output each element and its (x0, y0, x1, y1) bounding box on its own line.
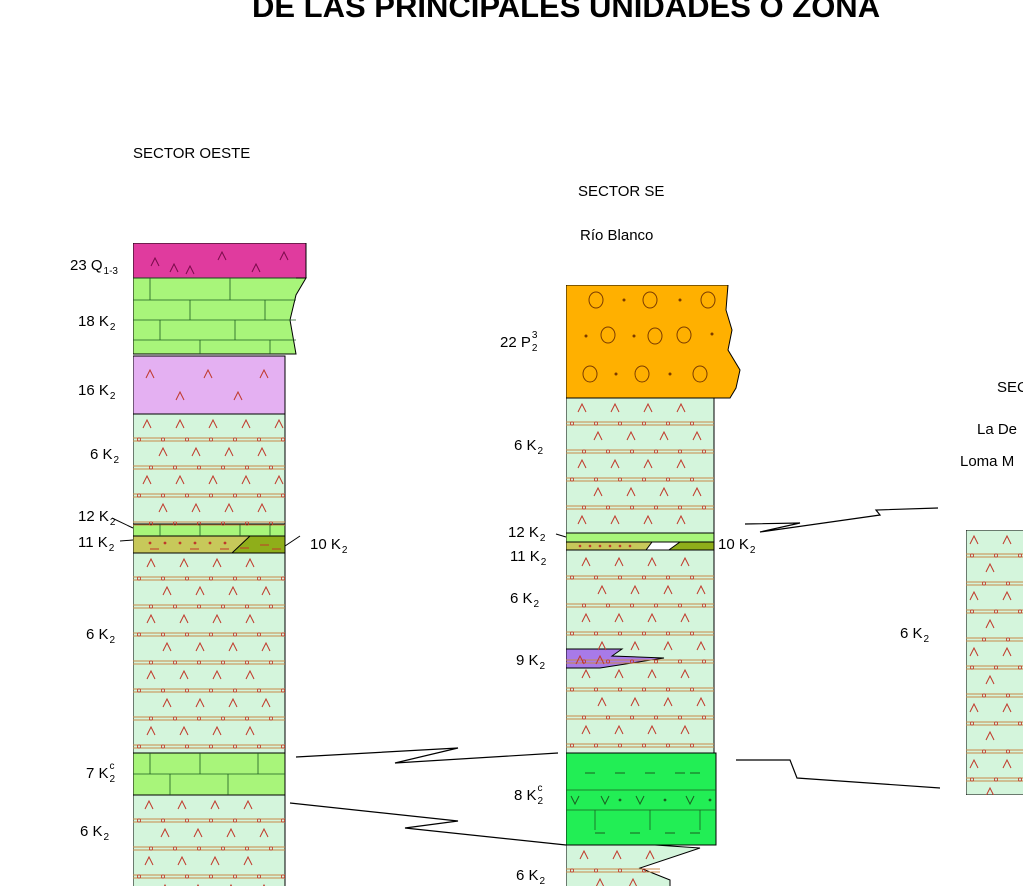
svg-text:2: 2 (342, 545, 348, 556)
svg-text:6 K: 6 K (900, 625, 923, 642)
correlation-lines (289, 507, 941, 846)
svg-text:2: 2 (924, 634, 930, 645)
unit-16-layer (133, 355, 286, 415)
unit-22-layer (566, 285, 741, 399)
svg-text:10 K: 10 K (310, 536, 341, 553)
east-sector-header: SEC (997, 379, 1023, 396)
svg-text:6 K: 6 K (86, 626, 109, 643)
svg-text:2: 2 (110, 635, 116, 646)
unit-23-layer (133, 243, 307, 279)
se-locality-label: Río Blanco (580, 227, 653, 244)
correlation-line-7-8 (295, 747, 559, 764)
svg-text:6 K: 6 K (510, 590, 533, 607)
svg-text:3: 3 (532, 330, 538, 341)
svg-text:2: 2 (538, 446, 544, 457)
svg-text:11 K: 11 K (78, 534, 108, 551)
leader-west-11 (119, 539, 134, 542)
unit-6-se-layer-c (566, 844, 701, 886)
correlation-line-lower (289, 802, 567, 846)
svg-text:2: 2 (109, 543, 115, 554)
svg-text:9 K: 9 K (516, 652, 539, 669)
leader-se-12 (555, 533, 567, 538)
svg-text:2: 2 (110, 391, 116, 402)
svg-text:11 K: 11 K (510, 548, 540, 565)
svg-text:2: 2 (114, 455, 120, 466)
svg-text:2: 2 (110, 774, 116, 785)
unit-18-layer (133, 277, 307, 355)
svg-text:c: c (538, 783, 543, 794)
leader-west-12 (111, 517, 134, 529)
svg-text:8 K: 8 K (514, 787, 537, 804)
diagram-title: DE LAS PRINCIPALES UNIDADES O ZONA (252, 0, 880, 24)
west-column (133, 243, 307, 886)
east-column (966, 530, 1023, 795)
correlation-line-8-east (736, 759, 941, 789)
unit-8-layer (566, 752, 717, 846)
svg-text:2: 2 (540, 661, 546, 672)
svg-text:2: 2 (110, 517, 116, 528)
leader-west-10 (284, 535, 301, 547)
svg-text:6 K: 6 K (80, 823, 103, 840)
unit-6-layer-c (133, 794, 286, 886)
correlation-line-10-east (744, 507, 939, 533)
unit-6-se-layer-a (566, 397, 715, 534)
svg-text:23 Q: 23 Q (70, 257, 103, 274)
svg-text:2: 2 (541, 557, 547, 568)
unit-12-se-layer (566, 532, 715, 543)
svg-text:2: 2 (534, 599, 540, 610)
svg-text:1-3: 1-3 (104, 266, 119, 277)
svg-text:2: 2 (104, 832, 110, 843)
svg-text:2: 2 (540, 533, 546, 544)
svg-text:6 K: 6 K (90, 446, 113, 463)
svg-text:2: 2 (110, 322, 116, 333)
svg-text:10 K: 10 K (718, 536, 749, 553)
svg-text:2: 2 (538, 796, 544, 807)
unit-6-layer-b (133, 552, 286, 754)
svg-text:2: 2 (540, 876, 546, 886)
svg-text:2: 2 (750, 545, 756, 556)
svg-text:6 K: 6 K (514, 437, 537, 454)
svg-text:c: c (110, 761, 115, 772)
unit-11-layer (133, 535, 252, 554)
unit-12-layer (133, 523, 286, 537)
svg-text:12 K: 12 K (78, 508, 109, 525)
svg-text:7 K: 7 K (86, 765, 109, 782)
svg-text:18 K: 18 K (78, 313, 109, 330)
svg-text:6 K: 6 K (516, 867, 539, 884)
se-sector-header: SECTOR SE (578, 183, 664, 200)
svg-text:2: 2 (532, 343, 538, 354)
svg-text:22 P: 22 P (500, 334, 531, 351)
se-column (566, 285, 741, 886)
svg-text:16 K: 16 K (78, 382, 109, 399)
west-sector-header: SECTOR OESTE (133, 145, 250, 162)
east-locality-1: La De (977, 421, 1017, 438)
svg-text:12 K: 12 K (508, 524, 539, 541)
unit-6-east-layer (966, 530, 1023, 795)
east-locality-2: Loma M (960, 453, 1014, 470)
